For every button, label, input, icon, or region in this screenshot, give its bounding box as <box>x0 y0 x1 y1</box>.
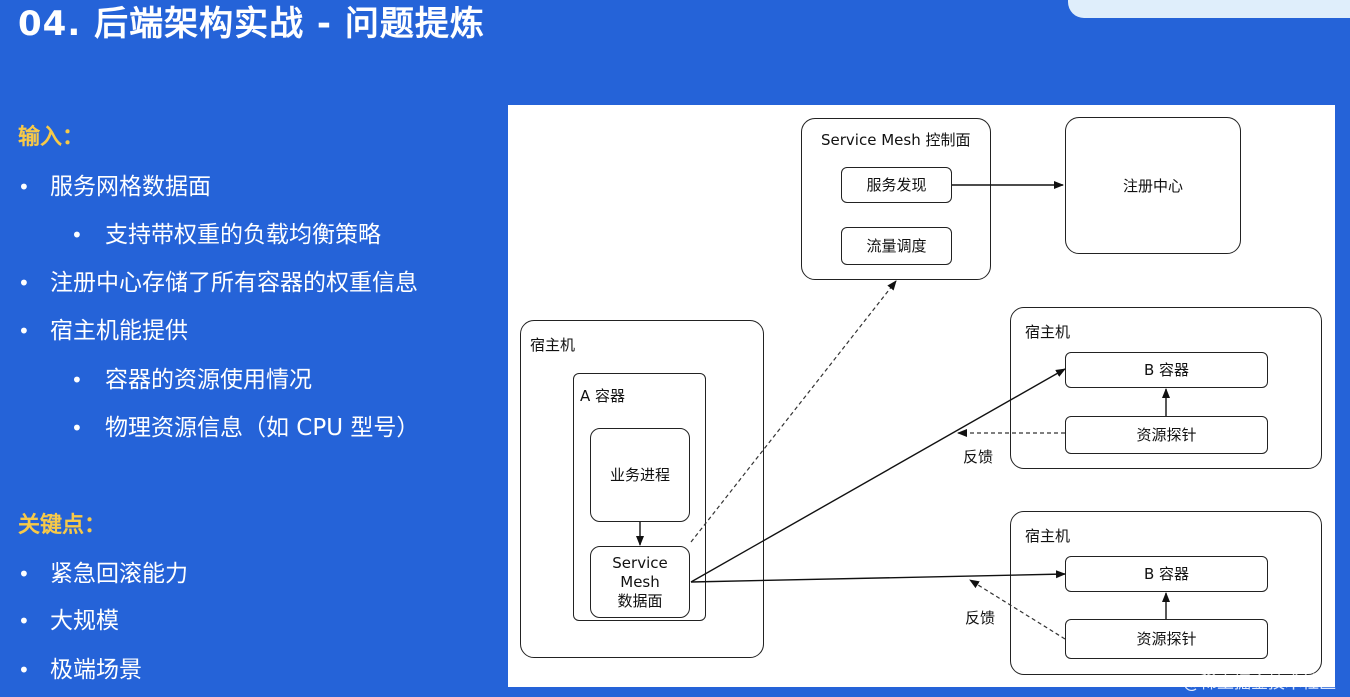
arrow-dataplane-to-b1 <box>690 368 1066 583</box>
diagram-arrows <box>636 181 1170 640</box>
arrow-probe2-feedback <box>969 579 1066 640</box>
arrow-dataplane-to-control <box>690 280 897 543</box>
control-plane-label: Service Mesh 控制面 <box>821 131 971 149</box>
slide-title: 04. 后端架构实战 - 问题提炼 <box>18 4 485 44</box>
input-item: 注册中心存储了所有容器的权重信息 <box>18 268 418 298</box>
keypoint-item: 大规模 <box>18 606 119 636</box>
feedback1-label: 反馈 <box>963 448 994 466</box>
watermark: @稀土掘金技术社区 <box>1183 673 1336 693</box>
probe1-box: 资源探针 <box>1065 416 1268 454</box>
input-heading: 输入： <box>18 125 85 150</box>
container-b1-box: B 容器 <box>1065 352 1268 388</box>
host-left-label: 宿主机 <box>530 336 576 354</box>
traffic-scheduling-box: 流量调度 <box>841 227 952 265</box>
keypoint-item: 极端场景 <box>18 655 142 685</box>
architecture-diagram: Service Mesh 控制面 服务发现 流量调度 注册中心 宿主机 A 容器… <box>508 105 1335 687</box>
feedback2-label: 反馈 <box>965 609 996 627</box>
keypoints-heading: 关键点： <box>18 513 107 538</box>
container-a-label: A 容器 <box>580 387 626 405</box>
host-bottom-right-label: 宿主机 <box>1025 527 1071 545</box>
business-process-box: 业务进程 <box>590 428 690 522</box>
probe2-box: 资源探针 <box>1065 619 1268 659</box>
arrow-dataplane-to-b2 <box>690 570 1066 583</box>
input-subitem: 物理资源信息（如 CPU 型号） <box>71 413 419 443</box>
input-item: 服务网格数据面 <box>18 172 211 202</box>
keypoint-item: 紧急回滚能力 <box>18 559 188 589</box>
top-right-tab <box>1068 0 1350 18</box>
data-plane-box: Service Mesh 数据面 <box>590 546 690 618</box>
input-subitem: 支持带权重的负载均衡策略 <box>71 220 381 250</box>
input-item: 宿主机能提供 <box>18 316 188 346</box>
input-subitem: 容器的资源使用情况 <box>71 365 312 395</box>
host-top-right-label: 宿主机 <box>1025 323 1071 341</box>
container-b2-box: B 容器 <box>1065 556 1268 592</box>
service-discovery-box: 服务发现 <box>841 167 952 203</box>
registry-box: 注册中心 <box>1065 117 1241 254</box>
